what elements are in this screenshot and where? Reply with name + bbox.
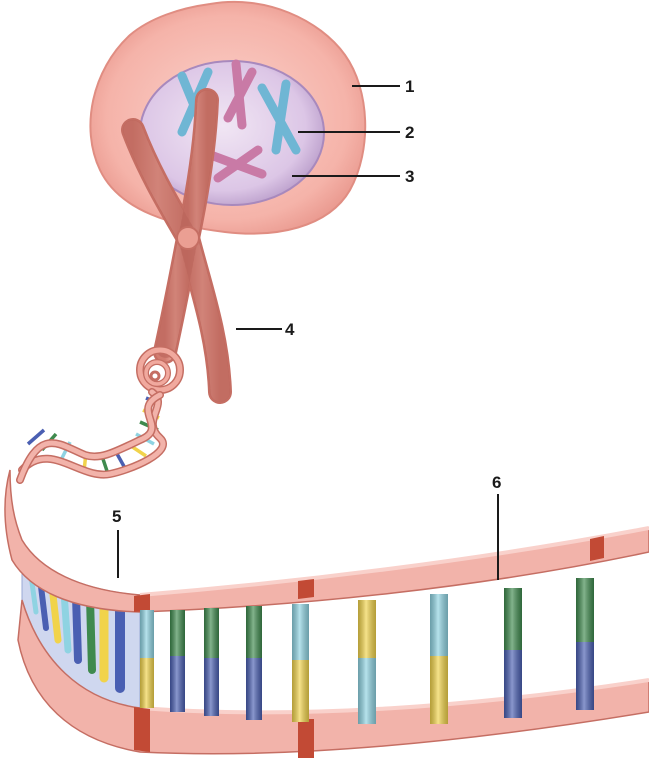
label-6: 6 (492, 473, 501, 492)
base-pair (292, 604, 309, 722)
double-helix (20, 392, 163, 480)
label-4: 4 (285, 320, 295, 339)
base-pair (204, 608, 219, 716)
base-pair (430, 594, 448, 724)
label-3: 3 (405, 167, 414, 186)
cell (90, 2, 365, 234)
callout-5: 5 (112, 507, 121, 578)
base-pair (246, 606, 262, 720)
callout-4: 4 (236, 320, 295, 339)
backbone-top (5, 470, 649, 612)
base-pair (576, 578, 594, 710)
helix-strands (20, 392, 163, 480)
base-pair (504, 588, 522, 718)
centromere (177, 227, 199, 249)
base-pair (140, 610, 154, 708)
label-2: 2 (405, 123, 414, 142)
base-pair (358, 600, 376, 724)
label-1: 1 (405, 77, 414, 96)
dna-ladder (5, 470, 649, 758)
base-pair (170, 610, 185, 712)
label-5: 5 (112, 507, 121, 526)
